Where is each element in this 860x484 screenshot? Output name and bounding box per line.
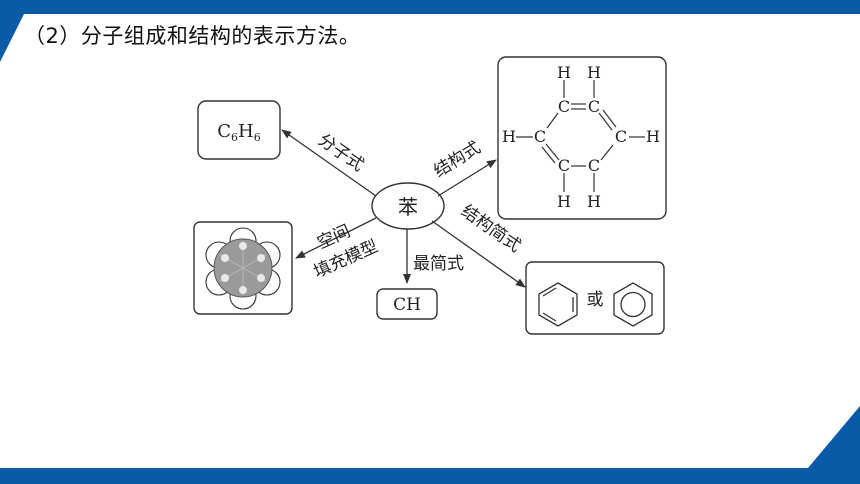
svg-text:C: C xyxy=(615,127,627,146)
svg-text:H: H xyxy=(557,192,571,211)
label-molecular: 分子式 xyxy=(314,130,367,176)
or-label: 或 xyxy=(587,290,604,310)
svg-text:H: H xyxy=(502,127,516,146)
space-filling-model-box xyxy=(193,221,293,315)
svg-text:C: C xyxy=(534,127,546,146)
condensed-formula-box: 或 xyxy=(525,261,665,335)
svg-text:C: C xyxy=(558,156,570,175)
simplest-formula-box: CH xyxy=(376,288,438,320)
center-label: 苯 xyxy=(398,195,418,219)
kekule-benzene-icon xyxy=(538,282,578,327)
arrow-molecular xyxy=(281,129,377,197)
top-banner-bar xyxy=(0,0,860,14)
molecular-formula-box: C6H6 xyxy=(197,100,281,160)
section-heading: （2）分子组成和结构的表示方法。 xyxy=(24,24,361,48)
aromatic-benzene-icon xyxy=(613,282,653,327)
bottom-right-corner-accent xyxy=(808,406,860,468)
label-simplest: 最简式 xyxy=(413,254,464,274)
simplest-formula-text: CH xyxy=(393,295,421,315)
bottom-banner-bar xyxy=(0,468,860,484)
svg-text:C: C xyxy=(588,97,600,116)
svg-text:H: H xyxy=(646,127,660,146)
svg-text:H: H xyxy=(587,63,601,82)
svg-text:C: C xyxy=(588,156,600,175)
svg-text:H: H xyxy=(587,192,601,211)
svg-text:H: H xyxy=(557,63,571,82)
structural-formula-box: H H C C H C C H C C H H xyxy=(497,56,667,220)
center-node: 苯 xyxy=(371,182,445,230)
top-left-corner-accent xyxy=(0,14,24,62)
arrow-model xyxy=(295,217,377,259)
svg-text:C: C xyxy=(558,97,570,116)
arrow-structural xyxy=(437,159,497,197)
molecular-formula-text: C6H6 xyxy=(217,121,260,144)
label-structural: 结构式 xyxy=(430,138,484,182)
arrow-condensed xyxy=(431,220,526,288)
